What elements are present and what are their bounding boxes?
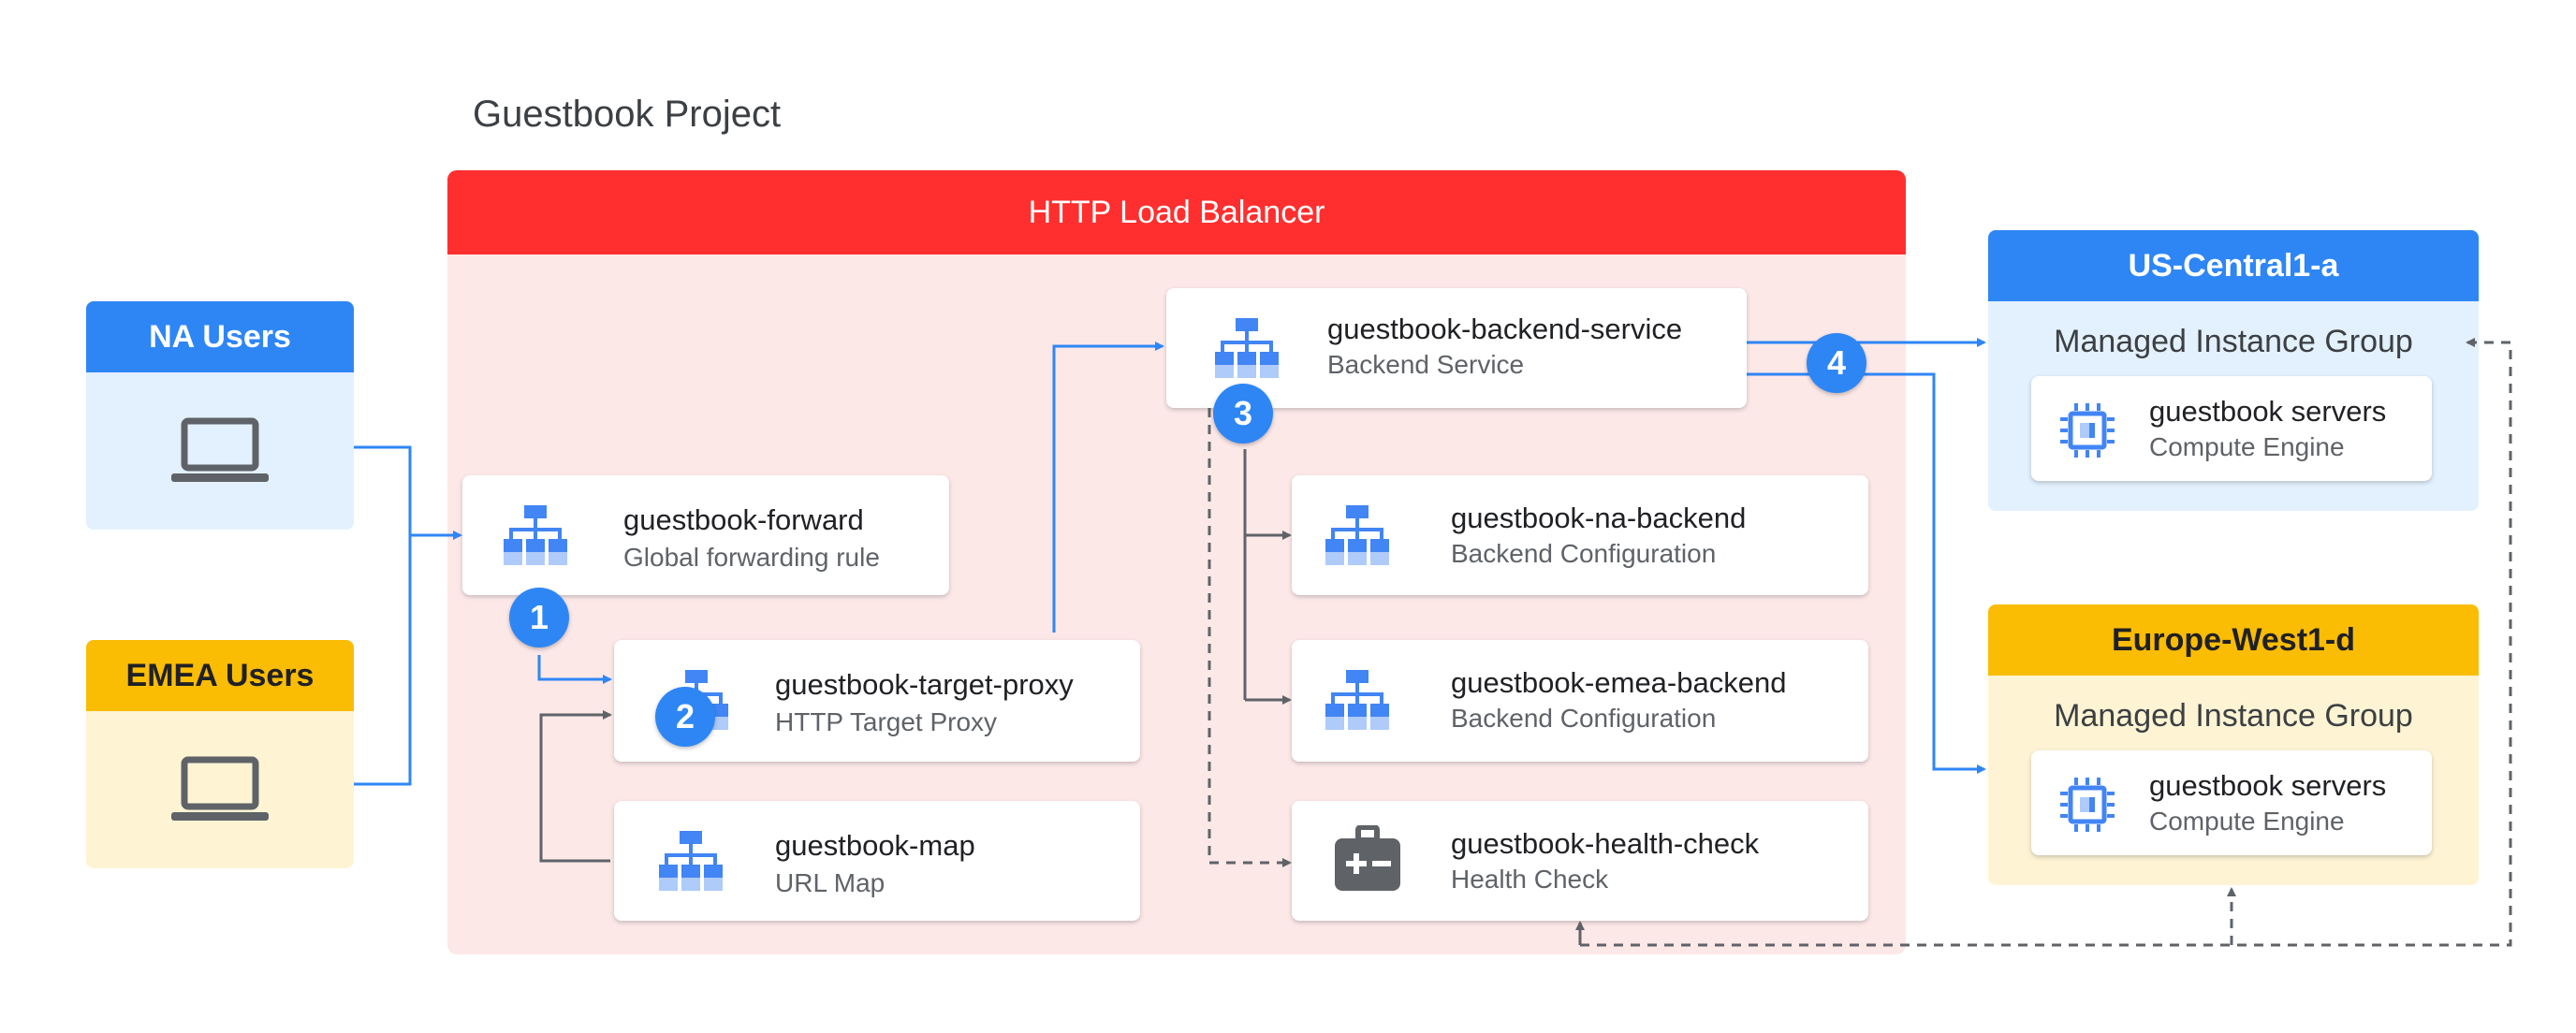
us-central1-a-panel[interactable]: US-Central1-a Managed Instance Group gue… xyxy=(1988,230,2479,511)
health-check-icon xyxy=(1335,825,1400,891)
compute-engine-icon xyxy=(2060,778,2115,832)
compute-engine-icon xyxy=(2060,403,2115,458)
step-badge-1: 1 xyxy=(509,588,569,647)
server-name: guestbook servers xyxy=(2149,769,2387,802)
component-type: Health Check xyxy=(1451,865,1609,894)
load-balancing-icon xyxy=(1325,670,1389,730)
lb-header: HTTP Load Balancer xyxy=(447,170,1906,255)
component-type: HTTP Target Proxy xyxy=(775,707,998,736)
europe-west1-d-label: Europe-West1-d xyxy=(1988,604,2479,676)
step-badge-4: 4 xyxy=(1807,333,1866,393)
us-central1-a-label: US-Central1-a xyxy=(1988,230,2479,301)
health-check-card[interactable]: guestbook-health-check Health Check xyxy=(1292,801,1868,921)
project-title: Guestbook Project xyxy=(473,94,782,135)
component-name: guestbook-backend-service xyxy=(1327,313,1683,345)
target-proxy-card[interactable]: guestbook-target-proxy HTTP Target Proxy xyxy=(614,640,1140,762)
component-name: guestbook-forward xyxy=(623,503,864,536)
managed-instance-group-title: Managed Instance Group xyxy=(2054,698,2413,734)
na-users-label: NA Users xyxy=(86,301,354,372)
component-name: guestbook-health-check xyxy=(1451,827,1760,860)
step-badge-2: 2 xyxy=(655,687,715,747)
component-name: guestbook-target-proxy xyxy=(775,668,1074,701)
component-name: guestbook-map xyxy=(775,829,975,862)
load-balancing-icon xyxy=(1215,318,1279,378)
eu-guestbook-servers-card[interactable]: guestbook servers Compute Engine xyxy=(2031,750,2432,855)
component-type: Global forwarding rule xyxy=(623,543,880,572)
europe-west1-d-panel[interactable]: Europe-West1-d Managed Instance Group gu… xyxy=(1988,604,2479,885)
laptop-icon xyxy=(171,417,269,482)
na-backend-card[interactable]: guestbook-na-backend Backend Configurati… xyxy=(1292,475,1868,595)
emea-users-label: EMEA Users xyxy=(86,640,354,711)
server-name: guestbook servers xyxy=(2149,395,2387,428)
managed-instance-group-title: Managed Instance Group xyxy=(2054,324,2413,359)
load-balancing-icon xyxy=(659,831,723,891)
emea-users-panel[interactable]: EMEA Users xyxy=(86,640,354,868)
forwarding-rule-card[interactable]: guestbook-forward Global forwarding rule xyxy=(462,475,949,595)
component-name: guestbook-emea-backend xyxy=(1451,666,1787,699)
url-map-card[interactable]: guestbook-map URL Map xyxy=(614,801,1140,921)
step-badge-3: 3 xyxy=(1213,384,1273,444)
component-type: Backend Configuration xyxy=(1451,704,1717,733)
laptop-icon xyxy=(171,756,269,821)
component-type: Backend Service xyxy=(1327,350,1525,379)
component-name: guestbook-na-backend xyxy=(1451,502,1747,534)
load-balancing-icon xyxy=(1325,505,1389,565)
load-balancing-icon xyxy=(504,505,567,565)
emea-backend-card[interactable]: guestbook-emea-backend Backend Configura… xyxy=(1292,640,1868,762)
server-type: Compute Engine xyxy=(2149,432,2345,461)
server-type: Compute Engine xyxy=(2149,807,2345,836)
us-guestbook-servers-card[interactable]: guestbook servers Compute Engine xyxy=(2031,376,2432,481)
na-users-panel[interactable]: NA Users xyxy=(86,301,354,530)
backend-service-card[interactable]: guestbook-backend-service Backend Servic… xyxy=(1166,288,1747,408)
component-type: URL Map xyxy=(775,868,886,897)
component-type: Backend Configuration xyxy=(1451,539,1717,568)
